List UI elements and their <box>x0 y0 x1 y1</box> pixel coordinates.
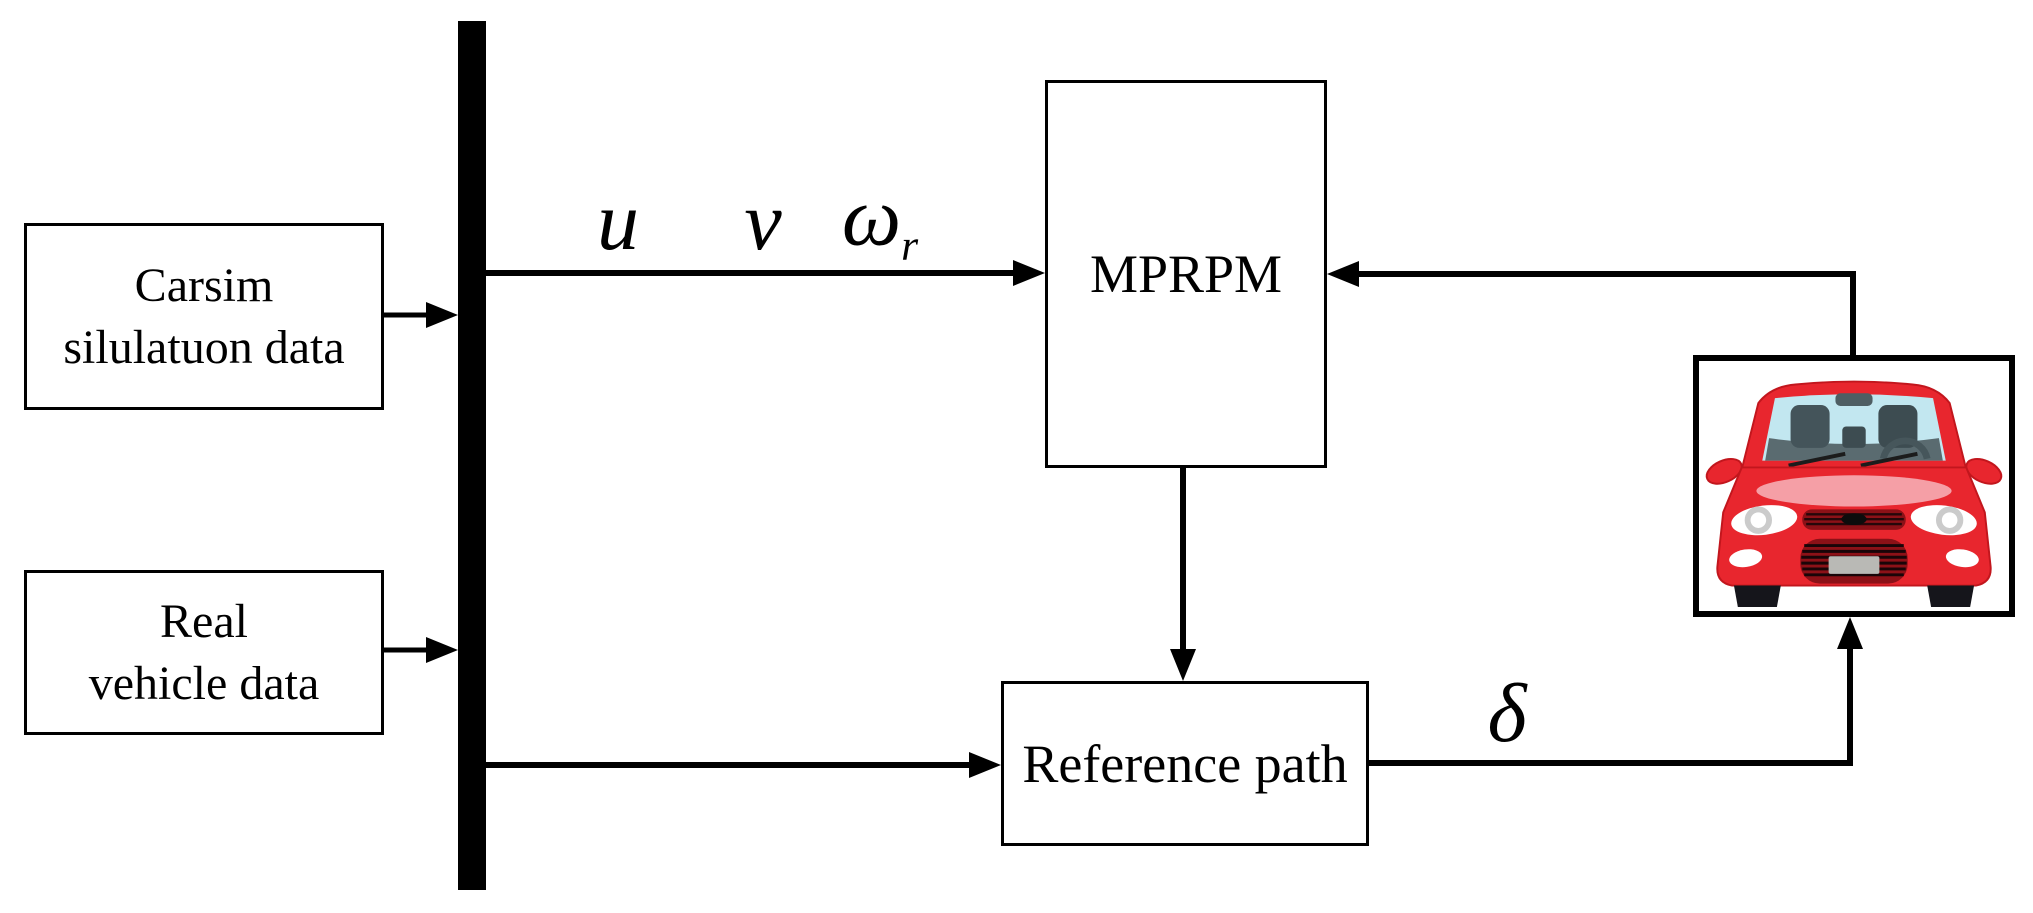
car-front-icon <box>1705 380 2003 608</box>
car-hood-highlight <box>1756 475 1952 507</box>
node-reference-path: Reference path <box>1001 681 1369 846</box>
signal-label-v: v <box>744 175 782 268</box>
arrowhead-bus-to-reference <box>969 752 1001 778</box>
arrow-reference-to-vehicle <box>1369 646 1853 766</box>
arrowhead-vehicle-to-mprpm <box>1327 261 1359 287</box>
car-license-plate <box>1828 556 1880 574</box>
car-side-mirror-right <box>1965 458 2003 485</box>
car-rearview-mirror <box>1835 393 1873 406</box>
car-foglight-right <box>1945 549 1979 568</box>
node-reference-path-label: Reference path <box>1022 733 1348 794</box>
arrowhead-mprpm-to-reference <box>1170 649 1196 681</box>
car-steering-wheel <box>1879 437 1931 460</box>
node-real-vehicle-label-line2: vehicle data <box>88 656 320 710</box>
car-seat-right <box>1878 404 1918 448</box>
node-carsim-label-line2: silulatuon data <box>63 320 345 374</box>
signal-label-u: u <box>597 175 639 268</box>
car-wiper-left <box>1788 451 1846 468</box>
input-bus-bar <box>458 21 486 890</box>
arrowhead-carsim-to-bus <box>426 302 458 328</box>
car-logo <box>1841 513 1867 526</box>
node-mprpm: MPRPM <box>1045 80 1327 468</box>
arrowhead-reference-to-vehicle <box>1837 617 1863 649</box>
car-seat-left <box>1790 404 1830 448</box>
car-foglight-left <box>1729 549 1763 568</box>
signal-label-omega-r: ωr <box>841 170 919 270</box>
node-vehicle <box>1693 355 2015 617</box>
arrow-vehicle-to-mprpm <box>1356 271 1856 355</box>
car-side-mirror-left <box>1705 458 1743 485</box>
node-carsim-label-line1: Carsim <box>134 259 274 313</box>
car-tire-left <box>1733 585 1781 608</box>
arrowhead-bus-to-mprpm <box>1013 260 1045 286</box>
car-tire-right <box>1927 585 1975 608</box>
node-real-vehicle: Real vehicle data <box>24 570 384 735</box>
car-console <box>1842 426 1866 448</box>
car-wiper-right <box>1860 451 1918 468</box>
car-headlight-left-ring <box>1744 506 1773 534</box>
node-carsim: Carsim silulatuon data <box>24 223 384 410</box>
node-mprpm-label: MPRPM <box>1089 244 1283 304</box>
signal-label-delta: δ <box>1487 667 1527 760</box>
node-real-vehicle-label-line1: Real <box>160 595 248 649</box>
arrowhead-real-to-bus <box>426 637 458 663</box>
car-headlight-right-ring <box>1935 506 1964 534</box>
